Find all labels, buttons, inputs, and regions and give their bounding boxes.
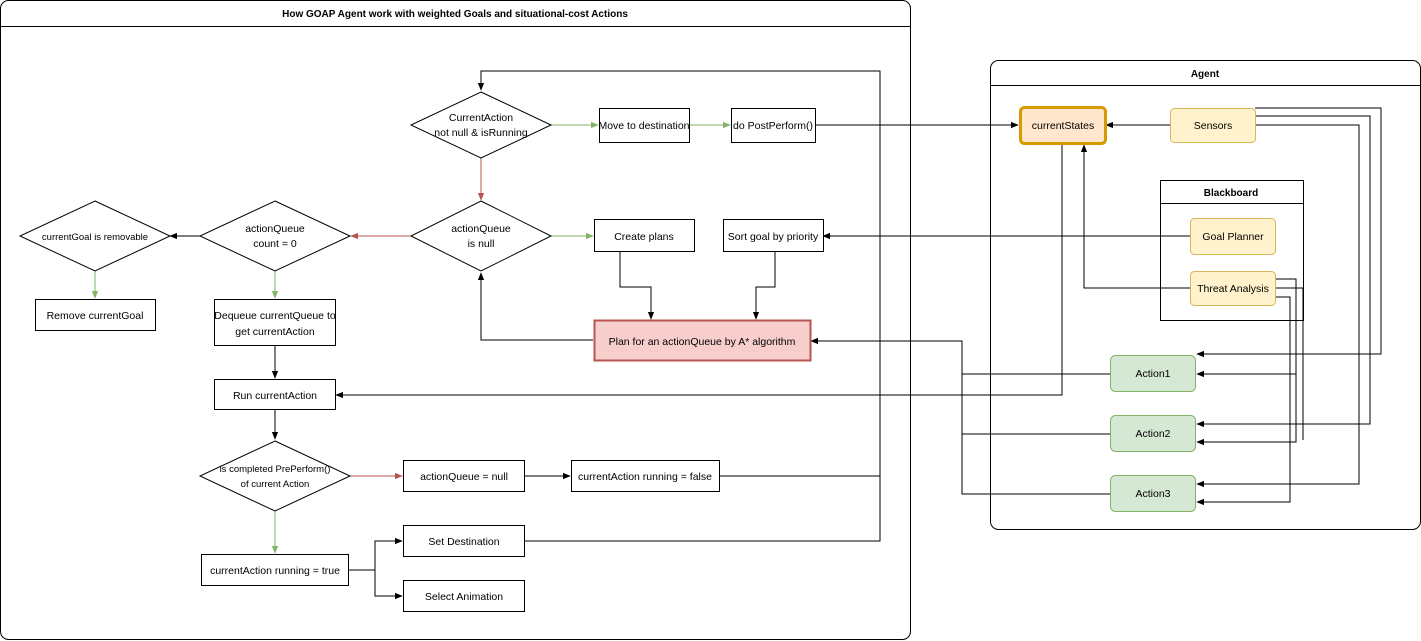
set-destination-box[interactable]: Set Destination <box>403 525 525 557</box>
edge-action1-to-plan <box>810 337 1110 375</box>
select-animation-box[interactable]: Select Animation <box>403 580 525 612</box>
create-plans-box[interactable]: Create plans <box>594 219 695 252</box>
set-queue-null-label: actionQueue = null <box>420 471 508 483</box>
action3-label: Action3 <box>1135 488 1170 500</box>
set-destination-label: Set Destination <box>428 536 499 548</box>
do-post-perform-label: do PostPerform() <box>733 120 813 132</box>
action-queue-count-decision[interactable]: actionQueue count = 0 <box>198 200 352 272</box>
action-queue-null-line1: actionQueue <box>451 223 511 235</box>
action-queue-count-line1: actionQueue <box>245 223 305 235</box>
sort-goal-box[interactable]: Sort goal by priority <box>723 219 824 252</box>
edges <box>91 70 1382 600</box>
run-current-action-box[interactable]: Run currentAction <box>214 379 336 410</box>
action2-label: Action2 <box>1135 428 1170 440</box>
dequeue-line2: get currentAction <box>235 326 315 338</box>
edge-running-true-to-select-animation <box>374 570 403 600</box>
current-states-label: currentStates <box>1032 120 1094 132</box>
remove-current-goal-label: Remove currentGoal <box>47 310 144 322</box>
edge-sensors-to-action2 <box>1196 115 1371 428</box>
blackboard-title: Blackboard <box>1204 188 1258 199</box>
current-action-check-line1: CurrentAction <box>449 112 513 124</box>
preperform-check-line1: is completed PrePerform() <box>220 464 331 475</box>
current-states-box[interactable]: currentStates <box>1019 106 1107 145</box>
action3-box[interactable]: Action3 <box>1110 475 1196 512</box>
dequeue-line1: Dequeue currentQueue to <box>214 310 336 322</box>
current-action-check-decision[interactable]: CurrentAction not null & isRunning <box>409 91 553 159</box>
edge-plan-to-queue-null <box>477 272 593 341</box>
select-animation-label: Select Animation <box>425 591 503 603</box>
action-queue-null-line2: is null <box>468 238 495 250</box>
edge-action3-to-plan <box>961 434 1110 495</box>
sort-goal-label: Sort goal by priority <box>728 231 819 243</box>
action1-label: Action1 <box>1135 368 1170 380</box>
action-queue-null-decision[interactable]: actionQueue is null <box>409 200 553 272</box>
edge-threat-to-states <box>1080 144 1190 289</box>
threat-analysis-box[interactable]: Threat Analysis <box>1190 271 1276 306</box>
running-false-box[interactable]: currentAction running = false <box>571 460 720 492</box>
dequeue-box[interactable]: Dequeue currentQueue to get currentActio… <box>214 299 336 346</box>
action2-box[interactable]: Action2 <box>1110 415 1196 452</box>
current-goal-removable-label: currentGoal is removable <box>42 232 148 243</box>
edge-create-plans-to-plan <box>619 252 655 320</box>
sensors-box[interactable]: Sensors <box>1170 108 1256 143</box>
edge-sensors-to-action3 <box>1196 124 1360 488</box>
threat-analysis-label: Threat Analysis <box>1197 283 1269 295</box>
running-false-label: currentAction running = false <box>578 471 712 483</box>
edge-threat-trunk <box>1276 287 1304 440</box>
edge-sort-to-plan <box>752 252 776 320</box>
create-plans-label: Create plans <box>614 231 674 243</box>
set-queue-null-box[interactable]: actionQueue = null <box>403 460 525 492</box>
running-true-box[interactable]: currentAction running = true <box>201 554 349 586</box>
agent-panel-title: Agent <box>1191 69 1220 80</box>
goal-planner-box[interactable]: Goal Planner <box>1190 218 1276 255</box>
edge-threat-to-action3 <box>1196 296 1291 506</box>
goal-planner-label: Goal Planner <box>1202 231 1264 243</box>
move-to-destination-label: Move to destination <box>598 120 689 132</box>
edge-threat-to-action2 <box>1196 374 1297 446</box>
current-action-check-line2: not null & isRunning <box>434 127 528 139</box>
current-goal-removable-decision[interactable]: currentGoal is removable <box>18 200 172 272</box>
running-true-label: currentAction running = true <box>210 565 340 577</box>
preperform-check-line2: of current Action <box>241 479 310 490</box>
remove-current-goal-box[interactable]: Remove currentGoal <box>35 299 156 331</box>
edge-running-false-to-top <box>477 70 881 477</box>
action1-box[interactable]: Action1 <box>1110 355 1196 392</box>
main-panel-title: How GOAP Agent work with weighted Goals … <box>282 9 628 20</box>
edge-threat-to-action1 <box>1196 278 1297 378</box>
plan-action-queue-label: Plan for an actionQueue by A* algorithm <box>609 336 796 348</box>
edge-running-true-to-set-destination <box>349 537 403 571</box>
edge-set-destination-to-loop <box>525 476 881 542</box>
preperform-check-decision[interactable]: is completed PrePerform() of current Act… <box>198 440 352 512</box>
edge-states-to-run <box>335 144 1063 399</box>
plan-action-queue-box[interactable]: Plan for an actionQueue by A* algorithm <box>593 319 812 362</box>
run-current-action-label: Run currentAction <box>233 390 317 402</box>
do-post-perform-box[interactable]: do PostPerform() <box>731 108 816 143</box>
sensors-label: Sensors <box>1194 120 1233 132</box>
move-to-destination-box[interactable]: Move to destination <box>598 108 690 143</box>
action-queue-count-line2: count = 0 <box>253 238 297 250</box>
edge-sensors-to-action1 <box>1196 107 1382 358</box>
